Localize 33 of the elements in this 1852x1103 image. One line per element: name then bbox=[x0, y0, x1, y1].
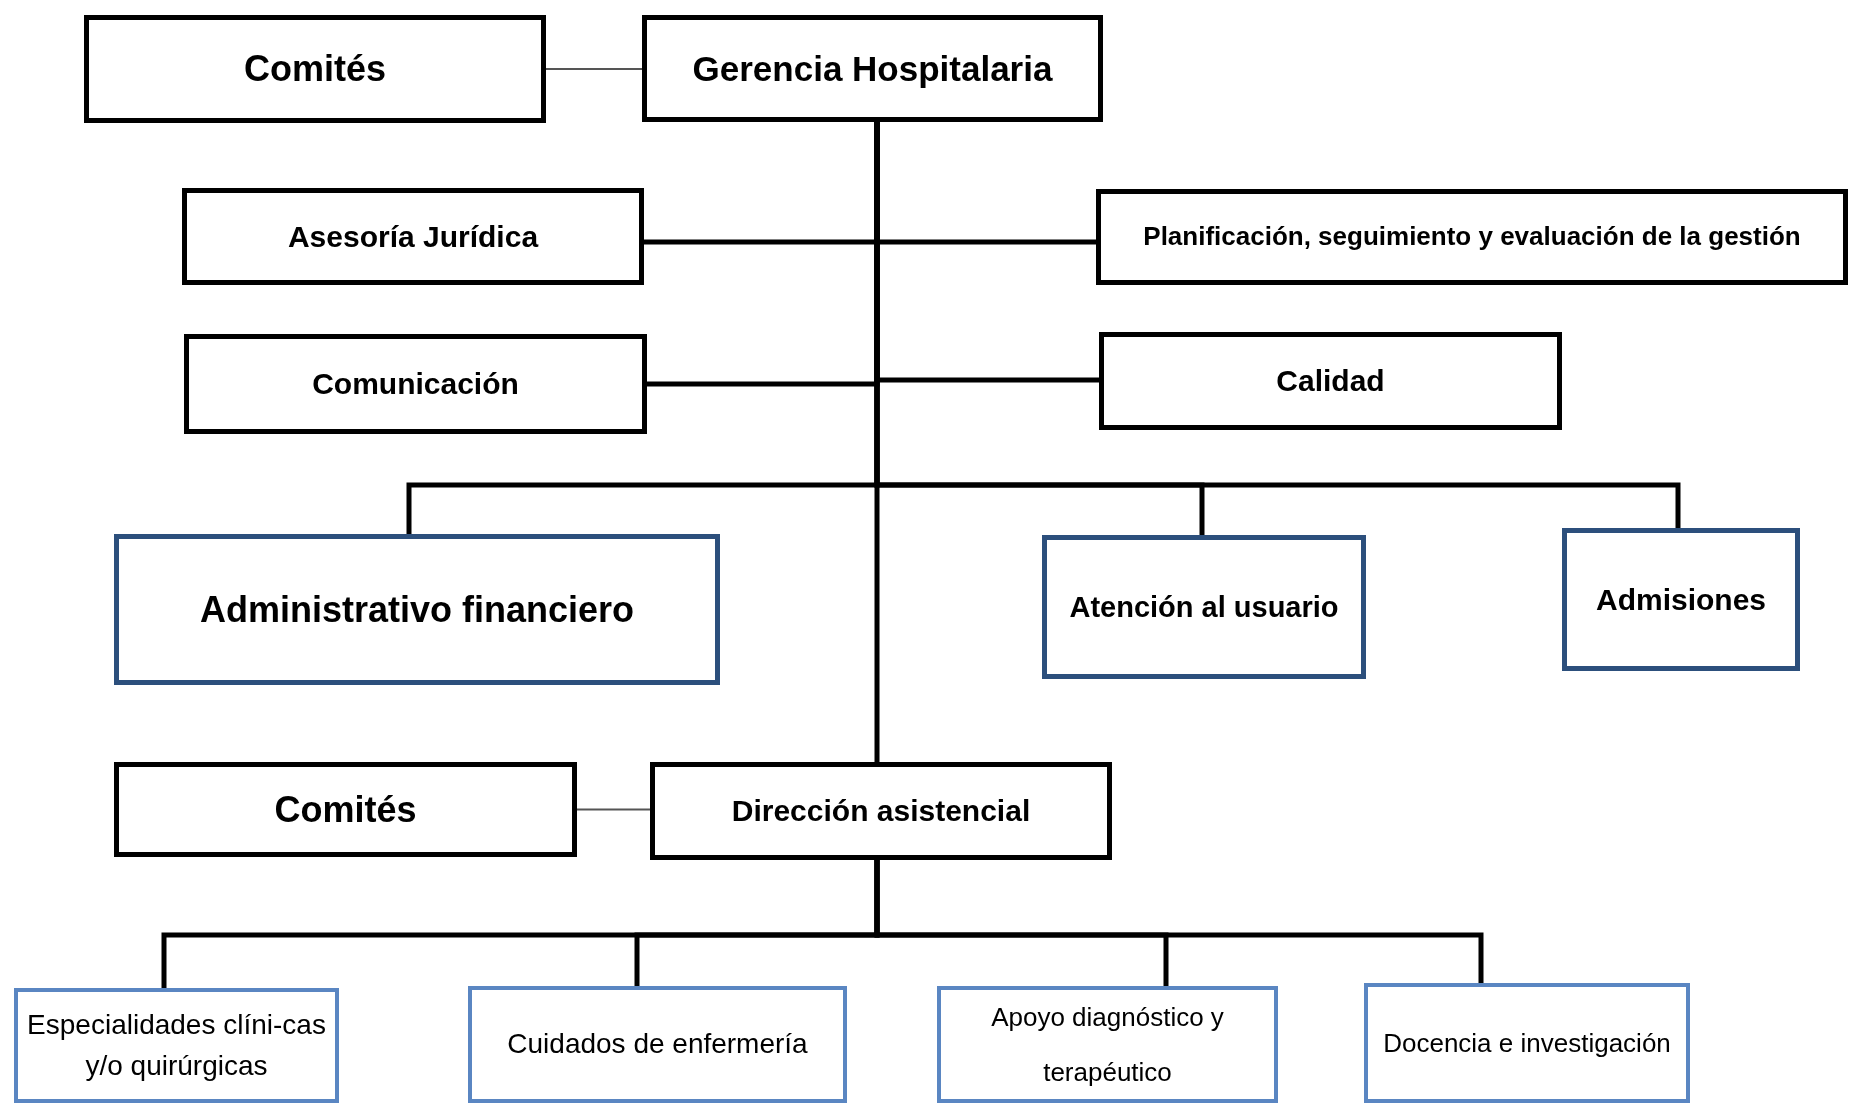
org-box bbox=[937, 986, 1278, 1103]
box-label: Planificación, seguimiento y evaluación de la gestión bbox=[1142, 221, 1802, 253]
box-label: Asesoría Jurídica bbox=[286, 218, 540, 255]
org-box bbox=[1096, 189, 1848, 285]
connector-line bbox=[576, 808, 651, 811]
org-box bbox=[184, 334, 647, 434]
org-box bbox=[1099, 332, 1562, 430]
box-label: Gerencia Hospitalaria bbox=[691, 47, 1054, 90]
org-box bbox=[14, 988, 339, 1103]
box-label: Atención al usuario bbox=[1068, 590, 1340, 625]
org-box bbox=[650, 762, 1112, 860]
org-box bbox=[642, 15, 1103, 122]
box-label: Cuidados de enfermería bbox=[506, 1027, 809, 1062]
org-box bbox=[114, 762, 577, 857]
box-label: Comités bbox=[273, 787, 418, 832]
connector-line bbox=[874, 860, 1484, 983]
box-label: Apoyo diagnóstico y terapéutico bbox=[990, 1000, 1225, 1089]
box-label: Comunicación bbox=[311, 366, 520, 402]
org-box bbox=[182, 188, 644, 285]
box-label: Dirección asistencial bbox=[730, 793, 1032, 829]
box-label: Comités bbox=[243, 47, 387, 91]
org-box bbox=[1042, 535, 1366, 679]
box-label: Docencia e investigación bbox=[1382, 1026, 1672, 1060]
box-label: Calidad bbox=[1275, 363, 1386, 399]
org-box bbox=[84, 15, 546, 123]
connector-line bbox=[545, 68, 643, 70]
box-label: Administrativo financiero bbox=[198, 587, 636, 632]
box-label: Admisiones bbox=[1594, 581, 1767, 618]
box-label: Especialidades clíni-cas y/o quirúrgicas bbox=[26, 1007, 327, 1083]
org-box bbox=[1562, 528, 1800, 671]
org-box bbox=[468, 986, 847, 1103]
org-box bbox=[1364, 983, 1690, 1103]
org-box bbox=[114, 534, 720, 685]
